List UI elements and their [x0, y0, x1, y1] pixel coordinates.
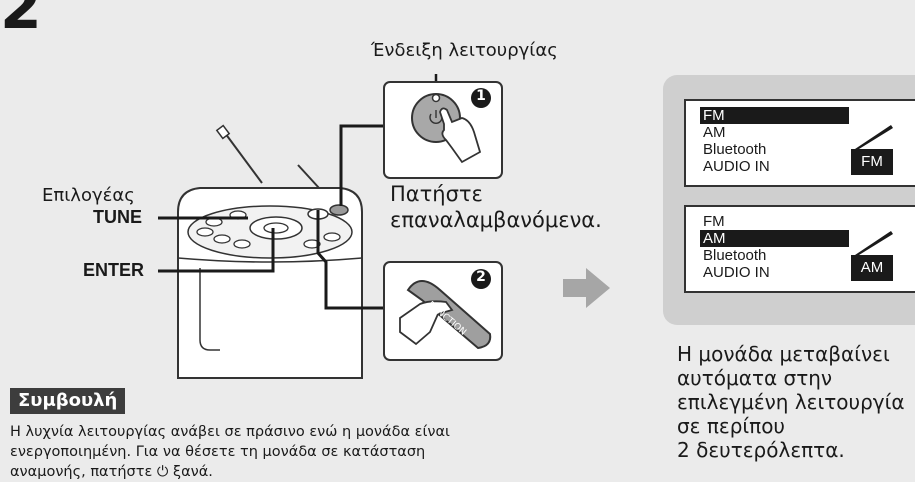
enter-label: ENTER — [83, 260, 145, 280]
menu-item: Bluetooth — [703, 141, 767, 158]
next-arrow-icon — [563, 268, 610, 308]
callout-2: 2 — [476, 269, 486, 285]
step-number: 2 — [0, 0, 42, 43]
display-panel: FM AM Bluetooth AUDIO IN FM FM AM Blueto… — [663, 75, 915, 325]
tune-selector-label: Επιλογέας — [42, 185, 135, 206]
display-am: FM AM Bluetooth AUDIO IN AM — [684, 205, 915, 293]
function-button-icon — [406, 280, 492, 350]
press-repeatedly-label: Πατήστε επαναλαμβανόμενα. — [390, 182, 602, 232]
menu-item: Bluetooth — [703, 247, 767, 264]
hand-icon — [439, 107, 482, 164]
hand-icon — [399, 300, 454, 346]
menu-item: AM — [700, 230, 849, 247]
menu-item: AM — [703, 124, 726, 141]
mode-icon — [855, 125, 893, 149]
menu-item: AUDIO IN — [703, 264, 770, 281]
menu-item: FM — [700, 107, 849, 124]
mode-badge: AM — [851, 255, 893, 281]
tip-text: Η λυχνία λειτουργίας ανάβει σε πράσινο ε… — [10, 424, 450, 480]
callout-1: 1 — [476, 88, 486, 104]
menu-item: AUDIO IN — [703, 158, 770, 175]
callout-1-icon — [471, 88, 491, 108]
device-illustration — [158, 74, 610, 379]
display-fm: FM AM Bluetooth AUDIO IN FM — [684, 99, 915, 187]
power-button-device — [329, 204, 349, 216]
tip-title: Συμβουλή — [10, 388, 126, 414]
tune-label: TUNE — [93, 207, 142, 227]
mode-badge: FM — [851, 149, 893, 175]
mode-icon — [855, 231, 893, 255]
callout-2-icon — [471, 269, 491, 289]
menu-item: FM — [703, 213, 725, 230]
result-text: Η μονάδα μεταβαίνει αυτόματα στην επιλεγ… — [677, 342, 905, 462]
antenna — [224, 132, 263, 184]
power-indicator-label: Ένδειξη λειτουργίας — [371, 40, 558, 61]
